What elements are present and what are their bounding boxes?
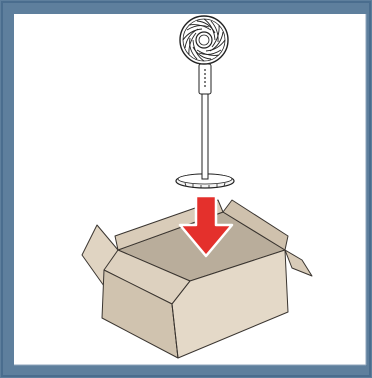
fan-control-dots	[204, 69, 206, 87]
fan-base-ribs	[184, 182, 226, 188]
down-arrow-icon	[178, 194, 234, 258]
box-back-right-flap	[222, 199, 289, 251]
fan-hub	[195, 31, 213, 49]
box-flap-edge	[171, 280, 191, 305]
standing-fan	[175, 15, 235, 189]
fan-control-column	[198, 63, 212, 95]
fan-guard-wires	[182, 18, 226, 62]
fan-hub-inner	[198, 34, 210, 46]
box-front-edge	[171, 303, 179, 359]
fan-pole	[201, 91, 209, 180]
box-right-flap	[284, 249, 313, 277]
arrow-shape	[178, 194, 234, 258]
